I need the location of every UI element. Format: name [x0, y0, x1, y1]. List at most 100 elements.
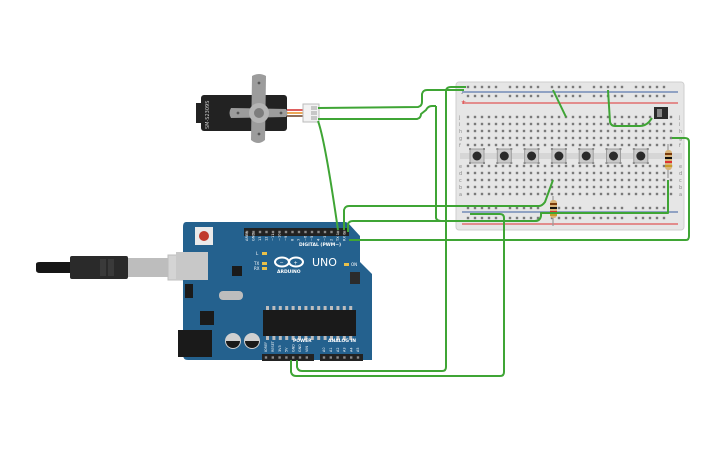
header-pin[interactable] [258, 230, 262, 234]
header-pin[interactable] [285, 356, 288, 359]
header-pin[interactable] [336, 230, 340, 234]
pin-label: A5 [356, 348, 360, 352]
pushbutton[interactable] [469, 148, 485, 164]
row-letter: c [679, 178, 682, 184]
digital-header[interactable] [244, 228, 349, 236]
header-pin[interactable] [343, 230, 346, 234]
row-letter: f [679, 143, 681, 149]
header-pin[interactable] [329, 356, 332, 359]
pin-label: GND [298, 344, 302, 352]
slide-switch[interactable] [654, 107, 668, 119]
pushbutton[interactable] [550, 148, 567, 164]
pin-label: GND [252, 233, 256, 241]
header-pin[interactable] [323, 230, 327, 234]
wire[interactable] [349, 137, 690, 241]
header-pin[interactable] [298, 356, 302, 359]
pushbutton[interactable] [523, 148, 540, 164]
resistor[interactable] [665, 144, 672, 178]
pin-label: ~9 [284, 235, 288, 241]
row-letter: a [679, 192, 682, 198]
row-letter: b [679, 185, 682, 191]
pin-label: A4 [349, 348, 353, 352]
header-pin[interactable] [304, 230, 307, 234]
svg-text:−: − [280, 260, 284, 266]
wire[interactable] [290, 213, 505, 377]
row-letter: h [679, 129, 682, 135]
header-pin[interactable] [350, 356, 353, 359]
header-pin[interactable] [291, 230, 294, 234]
header-pin[interactable] [245, 230, 249, 234]
header-pin[interactable] [336, 356, 339, 359]
pin-label: 13 [258, 236, 262, 241]
header-pin[interactable] [271, 356, 274, 359]
header-pin[interactable] [265, 230, 268, 234]
svg-text:+: + [294, 261, 298, 267]
crystal [219, 291, 243, 300]
header-pin[interactable] [356, 356, 360, 359]
pin-label: 5V [285, 347, 289, 352]
status-leds [262, 252, 349, 270]
wire[interactable] [347, 180, 669, 232]
header-pin[interactable] [278, 230, 281, 234]
pushbutton[interactable] [578, 148, 595, 164]
row-letter: d [459, 171, 462, 177]
reset-button[interactable] [195, 227, 213, 245]
row-letter: f [459, 143, 461, 149]
brand-label: ARDUINO [277, 269, 301, 275]
wire[interactable] [318, 105, 436, 120]
wire-group [290, 86, 690, 377]
capacitor [225, 333, 241, 349]
icsp-header [185, 284, 193, 298]
led-label-l: L [256, 251, 259, 256]
atmega-pins [266, 306, 353, 340]
pin-label: 2 [330, 239, 334, 241]
header-pin[interactable] [343, 356, 346, 359]
wire[interactable] [317, 89, 464, 109]
pin-label: VIN [305, 346, 309, 352]
row-letter: h [459, 129, 462, 135]
header-pin[interactable] [292, 356, 295, 359]
pin-label: ~5 [310, 236, 314, 241]
analog-header-label: ANALOG IN [328, 338, 356, 344]
pushbutton[interactable] [605, 148, 622, 164]
pin-label: RESET [271, 340, 275, 352]
wire[interactable] [343, 179, 554, 230]
servo-horn[interactable] [229, 74, 288, 143]
wire[interactable] [296, 86, 466, 372]
servo-motor[interactable]: SM-S2309S [196, 74, 320, 143]
header-pin[interactable] [330, 230, 333, 234]
pin-label: 12 [265, 236, 269, 241]
header-pin[interactable] [297, 230, 301, 234]
servo-connector[interactable] [302, 103, 320, 123]
header-pin[interactable] [278, 356, 281, 359]
pin-label: 7 [297, 239, 301, 241]
header-pin[interactable] [264, 356, 268, 359]
row-letter: b [459, 185, 462, 191]
header-pin[interactable] [322, 356, 326, 359]
header-pin[interactable] [310, 230, 314, 234]
board-name: UNO [312, 256, 337, 269]
row-letter: i [679, 122, 680, 128]
header-pin[interactable] [252, 230, 255, 234]
wire[interactable] [552, 89, 567, 118]
capacitor [244, 333, 260, 349]
servo-model-label: SM-S2309S [205, 101, 211, 129]
wire[interactable] [317, 120, 339, 231]
pushbutton[interactable] [496, 148, 513, 164]
analog-header[interactable] [320, 354, 363, 361]
header-pin[interactable] [317, 230, 320, 234]
pushbutton[interactable] [632, 148, 649, 164]
power-header[interactable] [262, 354, 314, 361]
header-pin[interactable] [271, 230, 275, 234]
pin-label: ~6 [304, 235, 308, 241]
row-letter: j [678, 115, 680, 121]
row-letter: i [459, 122, 460, 128]
pin-label: ~10 [278, 233, 282, 241]
header-pin[interactable] [305, 356, 308, 359]
header-pin[interactable] [284, 230, 288, 234]
wire[interactable] [607, 89, 653, 127]
